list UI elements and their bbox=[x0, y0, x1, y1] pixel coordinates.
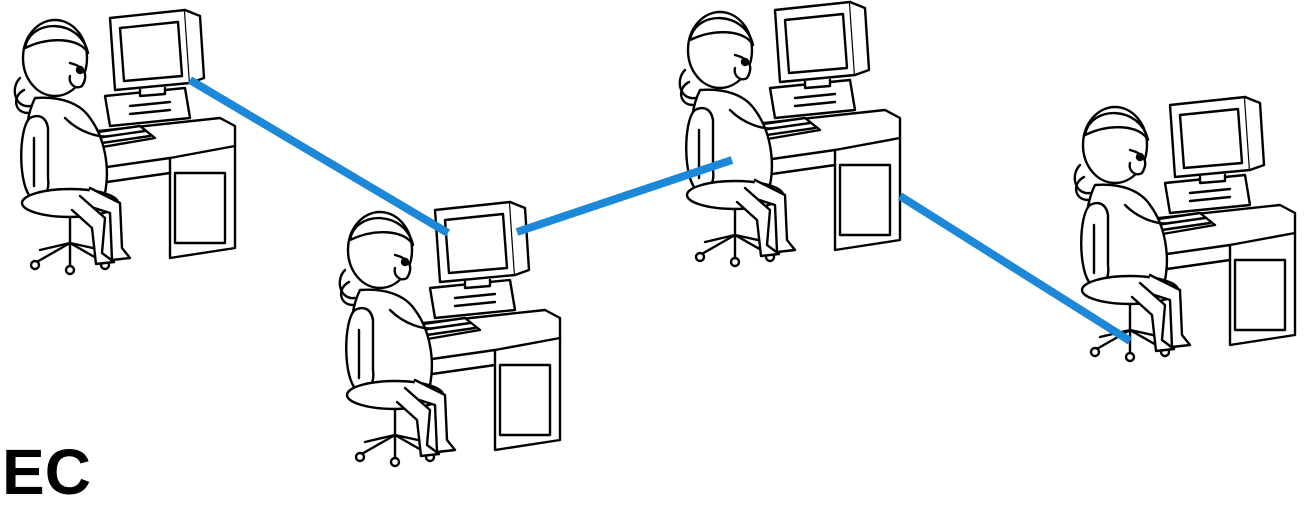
workstation-4 bbox=[1075, 97, 1295, 361]
workstation-3 bbox=[680, 2, 900, 266]
network-diagram: EC bbox=[0, 0, 1304, 471]
workstation-1 bbox=[15, 10, 235, 274]
workstation-2 bbox=[340, 202, 560, 466]
partial-caption-text: EC bbox=[2, 440, 91, 504]
diagram-canvas bbox=[0, 0, 1304, 471]
